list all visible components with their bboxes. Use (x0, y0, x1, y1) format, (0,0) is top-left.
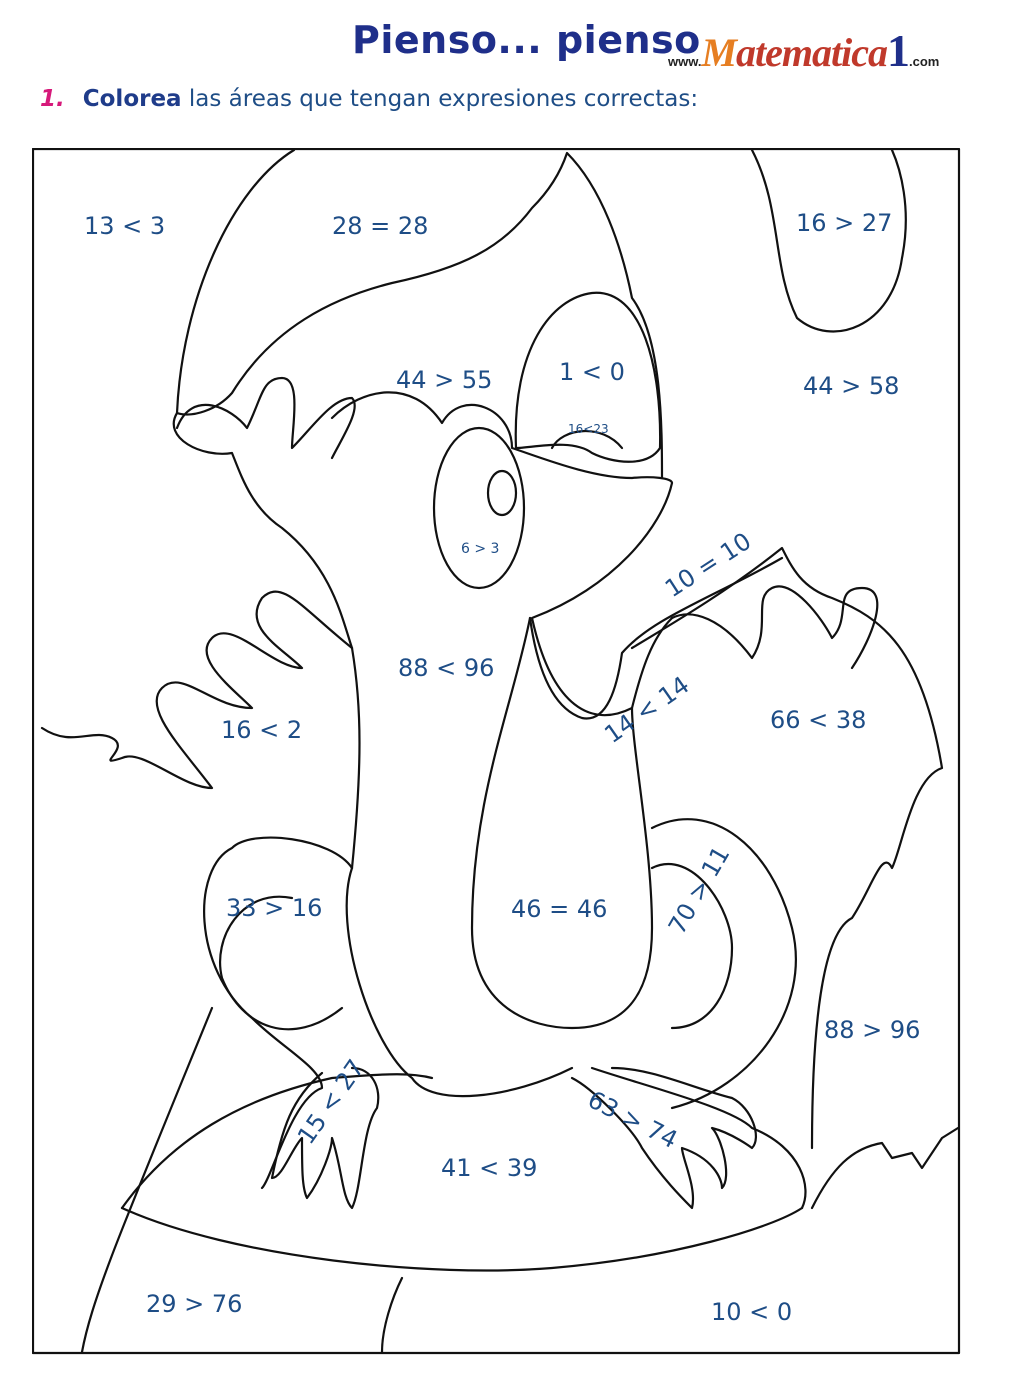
logo-first-letter: M (701, 30, 737, 75)
tail-outline (80, 1006, 214, 1354)
region-r7[interactable]: 16<23 (568, 422, 609, 436)
region-r16[interactable]: 70 > 11 (663, 841, 735, 939)
hand-left-outline (172, 411, 574, 1098)
inner-ear-outline (514, 291, 662, 463)
region-r15[interactable]: 46 = 46 (511, 895, 607, 923)
region-r9[interactable]: 10 = 10 (660, 527, 756, 603)
site-logo[interactable]: www.Matematica1.com (668, 24, 940, 76)
region-r13[interactable]: 66 < 38 (770, 706, 866, 734)
leg-right-outline (650, 818, 797, 1110)
region-r6[interactable]: 44 > 58 (803, 372, 899, 400)
region-r12[interactable]: 14 < 14 (599, 671, 694, 749)
foot-right-outline (570, 1066, 757, 1210)
page-title: Pienso... pienso (352, 18, 701, 62)
logo-rest: atematica (736, 30, 888, 75)
spiky-ground-outline (810, 1126, 960, 1210)
tongue-outline (528, 556, 784, 720)
logo-prefix: www. (668, 54, 702, 69)
fingers-left-outline (40, 590, 354, 790)
thigh-right-outline (650, 862, 734, 1030)
drawing-frame (32, 148, 961, 1355)
floor-outline (380, 1276, 404, 1354)
region-r5[interactable]: 1 < 0 (559, 358, 625, 386)
fingers-right-outline (670, 585, 879, 670)
foot-left-outline (270, 1066, 380, 1210)
nose-outline (550, 430, 624, 450)
region-r8[interactable]: 6 > 3 (461, 541, 499, 557)
ear-outline (750, 148, 907, 333)
head-outline (330, 391, 674, 717)
rock-base-outline (120, 1206, 804, 1272)
fingers-upper-outline (175, 376, 356, 460)
hat-outline (175, 148, 664, 480)
region-r1[interactable]: 13 < 3 (84, 212, 165, 240)
rock-outline (120, 1073, 434, 1210)
exercise-verb: Colorea (82, 86, 182, 112)
logo-number: 1 (887, 25, 910, 76)
region-r3[interactable]: 16 > 27 (796, 209, 892, 237)
region-r4[interactable]: 44 > 55 (396, 366, 492, 394)
region-r22[interactable]: 10 < 0 (711, 1298, 792, 1326)
eye-outline (432, 426, 526, 590)
exercise-number: 1. (40, 86, 65, 112)
exercise-instruction: 1. Colorea las áreas que tengan expresion… (40, 86, 698, 112)
exercise-text: las áreas que tengan expresiones correct… (181, 86, 699, 112)
region-r14[interactable]: 33 > 16 (226, 894, 322, 922)
region-r21[interactable]: 29 > 76 (146, 1290, 242, 1318)
logo-name: Matematica1 (701, 25, 910, 76)
rock-right-outline (590, 1066, 807, 1210)
arm-right-outline (630, 546, 944, 1150)
thigh-left-outline (219, 895, 344, 1031)
coloring-drawing: 13 < 3 28 = 28 16 > 27 44 > 55 1 < 0 44 … (32, 148, 961, 1355)
pupil-outline (486, 469, 518, 517)
region-r17[interactable]: 88 > 96 (824, 1016, 920, 1044)
region-r11[interactable]: 16 < 2 (221, 716, 302, 744)
leg-left-outline (203, 836, 354, 1190)
region-r19[interactable]: 63 > 74 (583, 1085, 682, 1154)
region-r2[interactable]: 28 = 28 (332, 212, 428, 240)
belly-outline (470, 616, 654, 1030)
region-r10[interactable]: 88 < 96 (398, 654, 494, 682)
region-r20[interactable]: 41 < 39 (441, 1154, 537, 1182)
logo-suffix: .com (909, 54, 940, 69)
